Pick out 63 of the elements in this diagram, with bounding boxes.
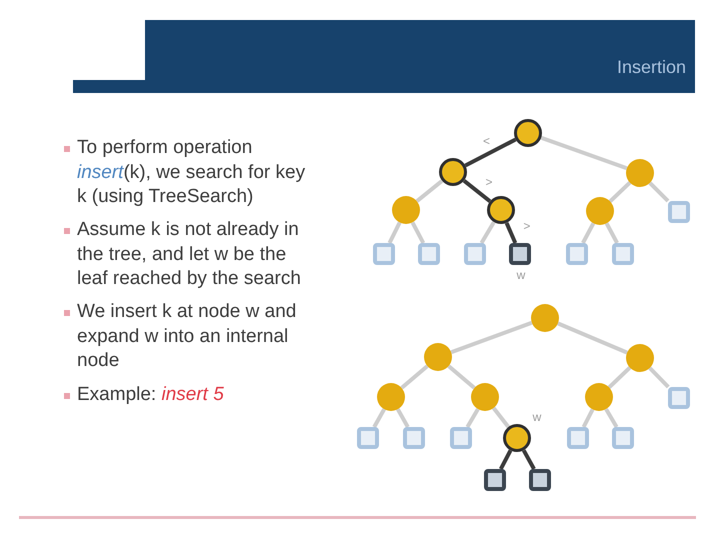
leaf-node — [529, 469, 551, 491]
tree-edge — [466, 408, 480, 428]
tree-node — [626, 344, 654, 372]
bullet-text: Example: insert 5 — [77, 383, 225, 407]
tree-edge — [499, 449, 512, 470]
tree-edge — [480, 221, 496, 244]
tree-node — [377, 383, 405, 411]
leaf-node — [357, 427, 379, 449]
tree-node — [514, 119, 542, 147]
leaf-node — [566, 243, 588, 265]
tree-node — [392, 196, 420, 224]
leaf-node — [464, 243, 486, 265]
tree-edge — [604, 408, 618, 428]
tree-edge — [492, 406, 510, 428]
tree-edge — [416, 179, 444, 203]
tree-node — [531, 304, 559, 332]
bullet-text: Assume k is not already in the tree, and let w be the leaf reached by the search — [77, 218, 302, 291]
tree-node — [424, 343, 452, 371]
tree-node — [503, 424, 531, 452]
leaf-node — [403, 427, 425, 449]
tree-edge — [410, 221, 426, 244]
leaf-node — [668, 387, 690, 409]
tree-node — [585, 383, 613, 411]
tree-edge — [400, 364, 429, 390]
tree-node — [586, 197, 614, 225]
slide-title: Insertion — [616, 56, 686, 78]
edge-label: < — [483, 134, 490, 148]
tree-edge — [388, 222, 402, 244]
leaf-node — [668, 201, 690, 223]
tree-edge — [540, 136, 628, 170]
leaf-node — [418, 243, 440, 265]
tree-edge — [396, 408, 410, 428]
tree-edge — [464, 138, 517, 168]
tree-edge — [372, 408, 386, 428]
tree-edge — [447, 364, 476, 390]
tree-edge — [504, 222, 518, 244]
tree-edge — [582, 408, 594, 428]
tree-edge — [608, 181, 632, 203]
leaf-node — [612, 243, 634, 265]
leaf-node — [484, 469, 506, 491]
tree-node — [487, 196, 515, 224]
leaf-node — [450, 427, 472, 449]
tree-node — [626, 159, 654, 187]
leaf-node — [612, 427, 634, 449]
tree-edge — [648, 366, 670, 388]
leaf-node — [509, 243, 531, 265]
tree-node — [471, 383, 499, 411]
tree-edge — [450, 320, 532, 354]
bullet-text: To perform operation insert(k), we search for key k (using TreeSearch) — [77, 136, 306, 209]
bullet-text: We insert k at node w and expand w into an internal node — [77, 300, 298, 373]
tree-edge — [604, 222, 619, 244]
node-label: w — [516, 268, 526, 282]
tree-edge — [648, 181, 670, 202]
tree-edge — [462, 179, 492, 203]
tree-edge — [557, 322, 628, 354]
leaf-node — [373, 243, 395, 265]
edge-label: > — [523, 218, 530, 233]
node-label: w — [532, 410, 542, 424]
edge-label: > — [486, 175, 492, 189]
tree-edge — [581, 222, 596, 244]
leaf-node — [567, 427, 589, 449]
tree-edge — [608, 366, 632, 389]
tree-node — [439, 158, 467, 186]
